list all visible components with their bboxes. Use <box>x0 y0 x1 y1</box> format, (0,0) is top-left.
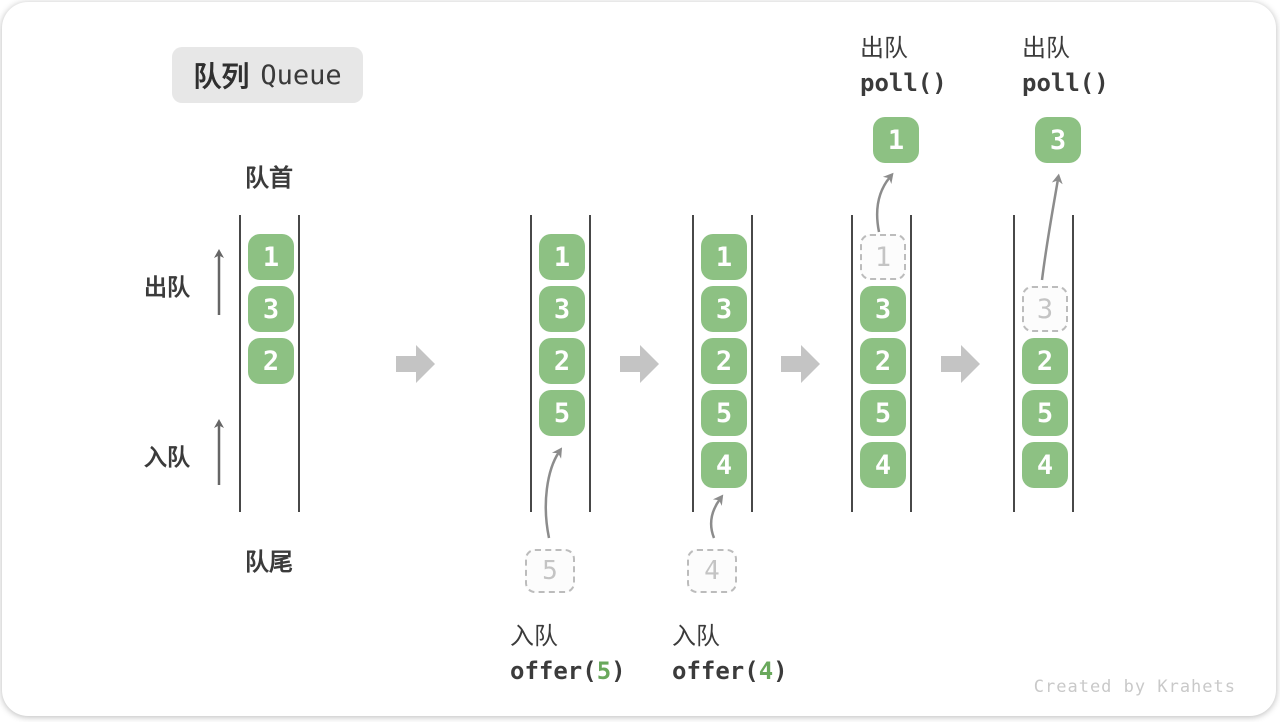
code-suffix: ) <box>611 657 626 685</box>
queue-element: 1 <box>248 234 294 280</box>
queue-rear-label: 队尾 <box>245 549 293 576</box>
queue-rails <box>530 215 591 512</box>
enqueue-arrow-offer5 <box>544 447 563 539</box>
block-arrow-icon <box>396 345 435 383</box>
code-prefix: offer( <box>672 657 759 685</box>
queue-element: 1 <box>539 234 585 280</box>
dequeue-result-box: 1 <box>873 117 919 163</box>
code-prefix: offer( <box>510 657 597 685</box>
queue-element: 4 <box>860 442 906 488</box>
queue-element: 2 <box>1022 338 1068 384</box>
queue-element: 5 <box>860 390 906 436</box>
queue-element: 3 <box>860 286 906 332</box>
queue-element: 3 <box>248 286 294 332</box>
dequeue-side-label: 出队 <box>144 274 190 300</box>
queue-element: 3 <box>701 286 747 332</box>
dequeue-arrow-poll3 <box>1040 173 1063 281</box>
op-code: offer(4) <box>672 654 788 688</box>
enqueue-value-box: 5 <box>525 549 575 593</box>
code-arg: 4 <box>758 657 774 685</box>
queue-element: 4 <box>1022 442 1068 488</box>
queue-element: 1 <box>701 234 747 280</box>
queue-element: 5 <box>701 390 747 436</box>
queue-rails <box>239 215 300 512</box>
stage-transition-arrows <box>396 345 980 383</box>
code-arg: 5 <box>596 657 612 685</box>
dequeue-op-label: 出队 poll() <box>1022 32 1109 100</box>
block-arrow-icon <box>941 345 980 383</box>
enqueue-arrow-offer4 <box>709 494 724 539</box>
block-arrow-icon <box>781 345 820 383</box>
queue-element: 3 <box>539 286 585 332</box>
op-code: poll() <box>1022 69 1109 97</box>
dequeue-arrow-poll1 <box>875 172 894 233</box>
queue-rails <box>851 215 912 512</box>
dequeue-result-box: 3 <box>1035 117 1081 163</box>
queue-element: 2 <box>539 338 585 384</box>
credit-text: Created by Krahets <box>1033 677 1236 697</box>
title-badge: 队列 Queue <box>172 47 363 103</box>
queue-element: 4 <box>701 442 747 488</box>
queue-element: 2 <box>701 338 747 384</box>
queue-element: 5 <box>539 390 585 436</box>
queue-element: 2 <box>860 338 906 384</box>
op-code: poll() <box>860 69 947 97</box>
title-en: Queue <box>260 59 342 91</box>
code-suffix: ) <box>773 657 788 685</box>
op-name: 入队 <box>672 623 720 650</box>
op-name: 出队 <box>860 35 908 62</box>
queue-front-label: 队首 <box>245 165 293 192</box>
enqueue-side-label: 入队 <box>144 444 190 470</box>
queue-rails <box>1013 215 1074 512</box>
queue-element-dashed: 3 <box>1022 286 1068 332</box>
title-zh: 队列 <box>193 61 250 92</box>
queue-element-dashed: 1 <box>860 234 906 280</box>
op-name: 出队 <box>1022 35 1070 62</box>
queue-rails <box>692 215 753 512</box>
block-arrow-icon <box>620 345 659 383</box>
enqueue-op-label: 入队 offer(5) <box>510 620 626 688</box>
op-code: offer(5) <box>510 654 626 688</box>
queue-element: 2 <box>248 338 294 384</box>
queue-element: 5 <box>1022 390 1068 436</box>
enqueue-op-label: 入队 offer(4) <box>672 620 788 688</box>
enqueue-value-box: 4 <box>687 549 737 593</box>
op-name: 入队 <box>510 623 558 650</box>
dequeue-op-label: 出队 poll() <box>860 32 947 100</box>
